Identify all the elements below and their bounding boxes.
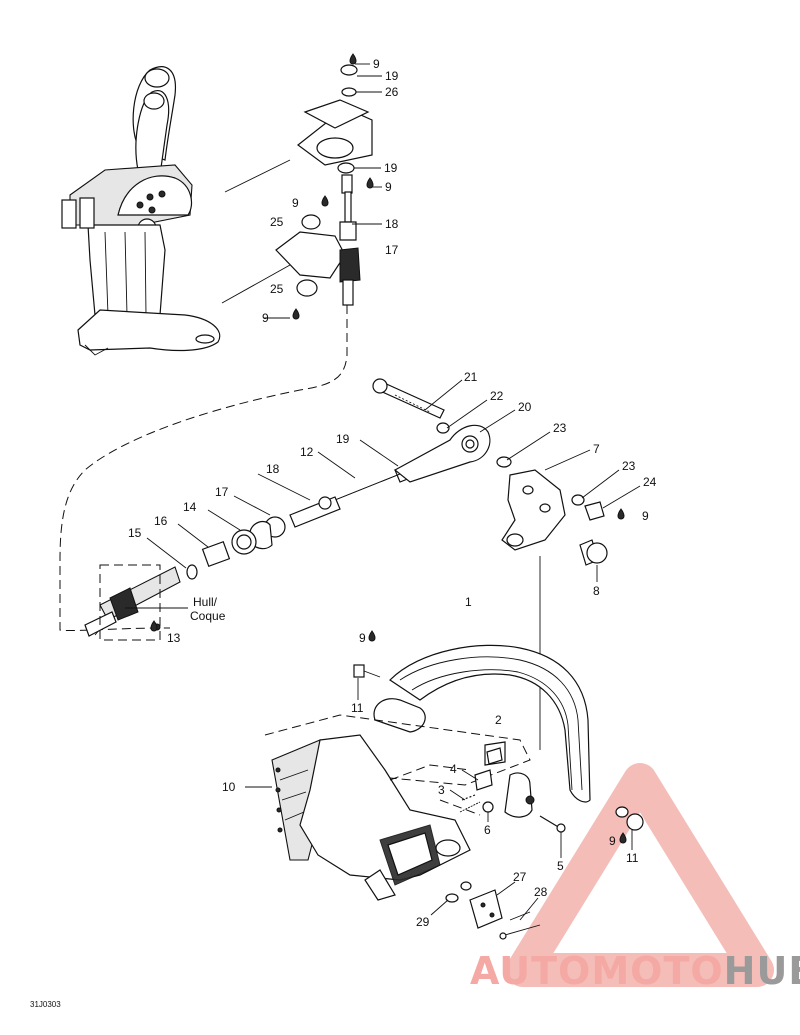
throttle-control-assembly <box>61 66 221 356</box>
callout-12: 12 <box>300 445 314 459</box>
callout-15: 15 <box>128 526 142 540</box>
callout-1: 1 <box>465 595 472 609</box>
callout-18: 18 <box>266 462 280 476</box>
hull-label-line2: Coque <box>190 609 226 623</box>
callout-9: 9 <box>373 57 380 71</box>
bracket-7 <box>501 469 608 750</box>
leader-lines <box>125 63 641 921</box>
plate-assembly <box>445 881 541 940</box>
figure-code: 31J0303 <box>30 1000 61 1009</box>
callout-9: 9 <box>359 631 366 645</box>
guide-line-lower <box>221 264 291 304</box>
callout-26: 26 <box>385 85 399 99</box>
callout-18: 18 <box>385 217 399 231</box>
callout-16: 16 <box>154 514 168 528</box>
droplet-markers <box>150 53 627 844</box>
callout-3: 3 <box>438 783 445 797</box>
callout-17: 17 <box>385 243 399 257</box>
link-arm <box>372 378 512 483</box>
callout-28: 28 <box>534 885 548 899</box>
housing-10 <box>264 714 531 901</box>
cover-2 <box>353 644 644 831</box>
callout-19: 19 <box>336 432 350 446</box>
callout-4: 4 <box>450 762 457 776</box>
guide-line-upper <box>224 159 291 193</box>
callout-9: 9 <box>292 196 299 210</box>
callout-20: 20 <box>518 400 532 414</box>
callout-labels: 9 19 26 19 9 9 25 18 17 25 9 21 22 20 19… <box>30 57 657 1009</box>
callout-14: 14 <box>183 500 197 514</box>
watermark-moto: MOTO <box>591 949 723 993</box>
callout-9: 9 <box>609 834 616 848</box>
callout-2: 2 <box>495 713 502 727</box>
callout-29: 29 <box>416 915 430 929</box>
cable-route-dashed <box>59 305 348 632</box>
callout-7: 7 <box>593 442 600 456</box>
callout-10: 10 <box>222 780 236 794</box>
cable-assembly <box>84 444 461 641</box>
callout-6: 6 <box>484 823 491 837</box>
callout-22: 22 <box>490 389 504 403</box>
watermark-auto: AUTO <box>470 949 591 993</box>
callout-25: 25 <box>270 282 284 296</box>
callout-19: 19 <box>384 161 398 175</box>
callout-11: 11 <box>351 701 364 715</box>
svg-text:AUTOMOTOHUB: AUTOMOTOHUB <box>470 949 800 993</box>
callout-21: 21 <box>464 370 478 384</box>
callout-24: 24 <box>643 475 657 489</box>
callout-13: 13 <box>167 631 181 645</box>
upper-cable-end <box>275 64 373 306</box>
hull-label-line1: Hull/ <box>193 595 218 609</box>
callout-5: 5 <box>557 859 564 873</box>
callout-27: 27 <box>513 870 527 884</box>
callout-23: 23 <box>622 459 636 473</box>
callout-23: 23 <box>553 421 567 435</box>
watermark-text: AUTOMOTOHUB <box>470 949 800 993</box>
callout-9: 9 <box>385 180 392 194</box>
callout-9: 9 <box>262 311 269 325</box>
callout-17: 17 <box>215 485 229 499</box>
callout-11: 11 <box>626 851 639 865</box>
callout-19: 19 <box>385 69 399 83</box>
callout-9: 9 <box>642 509 649 523</box>
callout-25: 25 <box>270 215 284 229</box>
watermark-hub: HUB <box>724 949 800 993</box>
watermark-logo <box>506 763 774 987</box>
callout-8: 8 <box>593 584 600 598</box>
